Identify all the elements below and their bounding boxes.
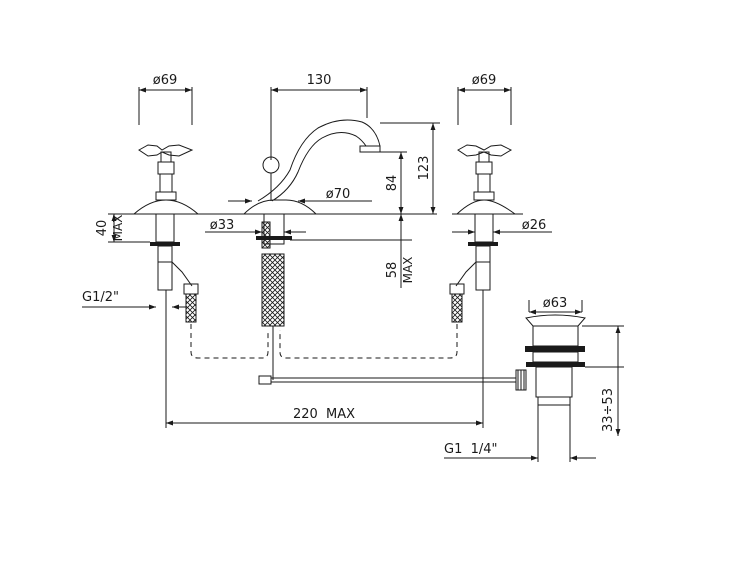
deck-thickness-max-label: MAX (111, 215, 125, 242)
spout-outlet-height-label: 84 (385, 175, 400, 192)
pop-up-rod (258, 369, 527, 391)
deck-depth-max-label: MAX (401, 257, 415, 284)
total-spacing-label: 220 MAX (293, 407, 355, 422)
spout-base-diameter-label: ø70 (326, 187, 351, 202)
left-handle-icon (132, 87, 200, 428)
drain-height-range-label: 33÷53 (601, 388, 616, 432)
deck-depth-label: 58 (385, 262, 400, 279)
drain-thread-label: G1 1/4" (444, 442, 498, 457)
left-handle-diameter-label: ø69 (153, 73, 178, 88)
dimension-lines (82, 87, 624, 461)
supply-hoses (190, 324, 458, 359)
pop-up-drain-icon (525, 300, 586, 462)
drain-diameter-label: ø63 (543, 296, 568, 311)
right-handle-icon (449, 87, 517, 428)
deck-thickness-label: 40 (95, 220, 110, 237)
spout-spacing-label: 130 (307, 73, 332, 88)
spout-height-label: 123 (417, 156, 432, 181)
connection-thread-label: G1/2" (82, 290, 119, 305)
spout-icon (243, 87, 381, 380)
right-handle-diameter-label: ø69 (472, 73, 497, 88)
handle-base-diameter-label: ø26 (522, 218, 547, 233)
spout-hole-diameter-label: ø33 (210, 218, 235, 233)
